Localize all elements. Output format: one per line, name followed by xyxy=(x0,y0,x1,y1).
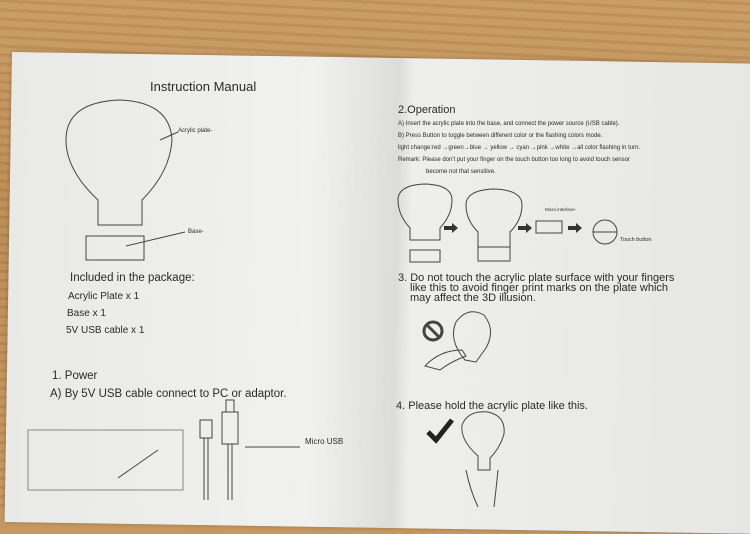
usb-cable-illustration xyxy=(27,399,300,500)
micro-usb-label: Micro USB xyxy=(305,437,344,446)
touch-button-label: Touch button xyxy=(620,237,652,243)
operation-line: become not that sensitive. xyxy=(426,169,496,175)
acrylic-plate-label: Acrylic plate- xyxy=(178,128,213,134)
micro-interface-label: Micro interface- xyxy=(545,207,577,212)
base-label: Base- xyxy=(188,229,204,235)
power-instruction: A) By 5V USB cable connect to PC or adap… xyxy=(50,388,287,400)
manual-title: Instruction Manual xyxy=(150,79,257,94)
step-4: 4. Please hold the acrylic plate like th… xyxy=(396,400,588,412)
package-item: 5V USB cable x 1 xyxy=(66,325,145,336)
step-3-line: 3. Do not touch the acrylic plate surfac… xyxy=(398,272,675,284)
hold-correctly-illustration xyxy=(426,411,505,507)
operation-line: light change:red →green→blue → yellow → … xyxy=(398,145,641,151)
power-heading: 1. Power xyxy=(52,370,98,382)
operation-line: A) Insert the acrylic plate into the bas… xyxy=(398,121,620,127)
operation-line: B) Press Button to toggle between differ… xyxy=(398,133,603,139)
manual-illustrations xyxy=(27,99,618,507)
no-touch-illustration xyxy=(422,311,491,371)
operation-sequence-illustration xyxy=(397,183,618,263)
step-3-line: may affect the 3D illusion. xyxy=(410,292,536,304)
package-heading: Included in the package: xyxy=(70,272,195,284)
package-item: Acrylic Plate x 1 xyxy=(68,291,140,302)
bulb-illustration-left xyxy=(65,99,186,261)
operation-heading: 2.Operation xyxy=(398,104,456,116)
step-3: 3. Do not touch the acrylic plate surfac… xyxy=(398,272,675,304)
step-3-line: like this to avoid finger print marks on… xyxy=(410,282,669,294)
operation-line: Remark: Please don't put your finger on … xyxy=(398,157,630,163)
package-item: Base x 1 xyxy=(67,308,106,319)
